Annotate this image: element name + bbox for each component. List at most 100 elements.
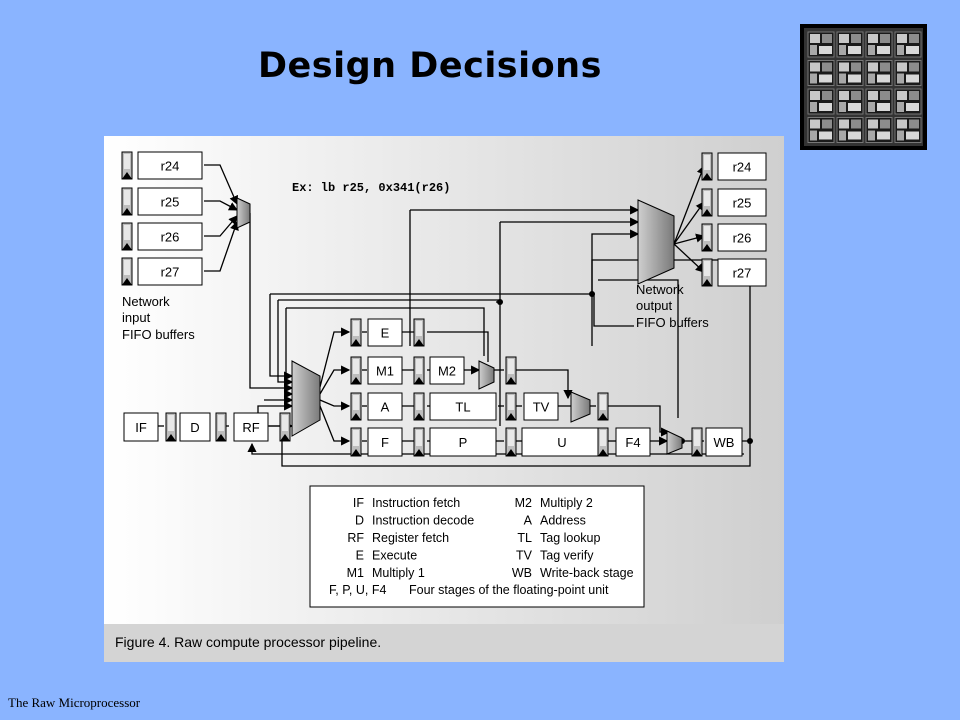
fifo-buffer [701,188,713,217]
output-register-r26: r26 [717,223,767,252]
stage-p-label: P [459,435,468,450]
legend-box [309,485,645,608]
stage-tl-label: TL [455,400,470,415]
stage-rf: RF [233,412,269,442]
output-register-r27: r27 [717,258,767,287]
stage-wb: WB [705,427,743,457]
legend-desc: Register fetch [372,531,449,545]
fifo-buffer [413,427,425,457]
legend-desc: Write-back stage [540,566,634,580]
legend-abbr: IF [353,496,364,510]
input-mux [236,197,251,229]
output-register-r26-label: r26 [733,231,752,246]
legend-fp-desc: Four stages of the floating-point unit [409,583,609,597]
slide-title: Design Decisions [258,46,602,86]
output-register-r25-label: r25 [733,196,752,211]
output-register-r24-label: r24 [733,160,752,175]
legend-abbr: RF [347,531,364,545]
stage-f: F [367,427,403,457]
output-register-r25: r25 [717,188,767,217]
input-register-r27: r27 [137,257,203,286]
output-caption-line-1: Network [636,282,684,297]
fifo-buffer [350,356,362,385]
legend-abbr: A [524,514,533,528]
stage-p: P [429,427,497,457]
f4-mux [666,430,683,455]
legend-desc: Address [540,514,586,528]
legend-desc: Multiply 1 [372,566,425,580]
input-register-r25-label: r25 [161,195,180,210]
fifo-buffer [701,152,713,181]
output-register-r24: r24 [717,152,767,181]
output-caption-line-2: output [636,298,673,313]
stage-if: IF [123,412,159,442]
stage-d: D [179,412,211,442]
fifo-buffer [350,427,362,457]
example-instruction: Ex: lb r25, 0x341(r26) [292,181,450,195]
stage-m1: M1 [367,356,403,385]
stage-u: U [521,427,603,457]
legend-abbr: E [356,549,364,563]
legend-abbr: TV [516,549,533,563]
stage-if-label: IF [135,420,147,435]
stage-tv-label: TV [533,400,550,415]
legend-abbr: D [355,514,364,528]
fifo-buffer [505,356,517,385]
legend-abbr: TL [517,531,532,545]
stage-m1-label: M1 [376,364,394,379]
fifo-buffer [701,223,713,252]
fifo-buffer [165,412,177,442]
output-mux [637,199,675,285]
stage-rf-label: RF [242,420,259,435]
pipeline-mux [291,360,321,437]
legend-desc: Multiply 2 [540,496,593,510]
fifo-buffer [505,392,517,421]
stage-wb-label: WB [714,435,735,450]
legend-desc: Instruction decode [372,514,474,528]
fifo-buffer [121,151,133,180]
legend-desc: Tag lookup [540,531,601,545]
fifo-buffer [121,257,133,286]
output-register-r27-label: r27 [733,266,752,281]
output-caption-line-3: FIFO buffers [636,315,709,330]
fifo-buffer [279,412,291,442]
stage-u-label: U [557,435,566,450]
fifo-buffer [121,222,133,251]
input-caption-line-3: FIFO buffers [122,327,195,342]
fifo-buffer [505,427,517,457]
stage-a-label: A [381,400,390,415]
fifo-buffer [413,356,425,385]
input-register-r24: r24 [137,151,203,180]
input-caption-line-2: input [122,310,151,325]
fifo-buffer [597,427,609,457]
m2-mux [478,360,495,390]
stage-tv: TV [523,392,559,421]
stage-a: A [367,392,403,421]
input-register-r26-label: r26 [161,230,180,245]
stage-f4-label: F4 [625,435,640,450]
legend-fp-abbr: F, P, U, F4 [329,583,386,597]
stage-f-label: F [381,435,389,450]
fifo-buffer [350,392,362,421]
fifo-buffer [701,258,713,287]
input-register-r25: r25 [137,187,203,216]
stage-tl: TL [429,392,497,421]
fifo-buffer [121,187,133,216]
stage-m2-label: M2 [438,364,456,379]
fifo-buffer [215,412,227,442]
fifo-buffer [413,318,425,347]
chip-die-image [800,24,927,150]
stage-e: E [367,318,403,347]
legend-abbr: WB [512,566,532,580]
tv-mux [570,391,591,423]
input-register-r24-label: r24 [161,159,180,174]
fifo-buffer [597,392,609,421]
legend-abbr: M1 [347,566,364,580]
figure-caption: Figure 4. Raw compute processor pipeline… [115,634,381,650]
fifo-buffer [350,318,362,347]
fifo-buffer [691,427,703,457]
legend-desc: Tag verify [540,549,594,563]
footer-text: The Raw Microprocessor [8,695,141,710]
stage-d-label: D [190,420,199,435]
